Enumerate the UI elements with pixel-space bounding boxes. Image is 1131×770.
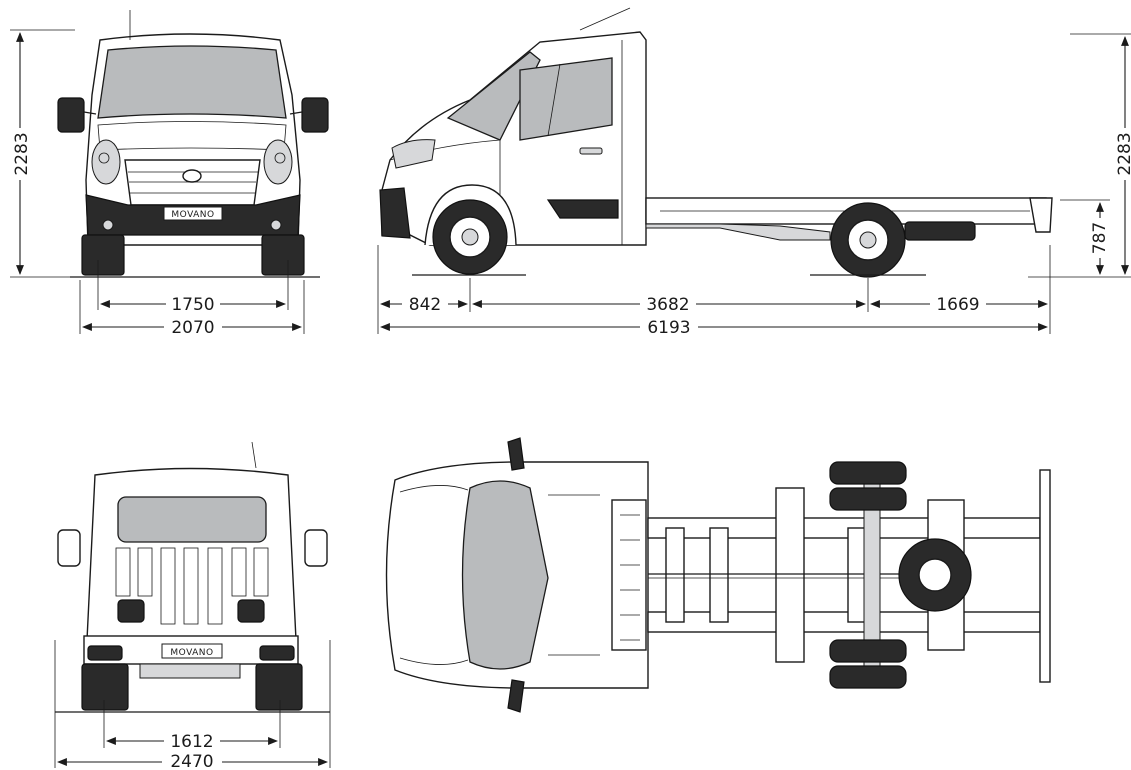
front-badge: MOVANO <box>171 210 214 220</box>
length-segment-dimensions: 842 3682 1669 <box>377 245 1051 334</box>
side-view <box>379 7 1053 278</box>
front-overhang-label: 842 <box>409 295 441 315</box>
front-width-dimension: 2070 <box>79 280 305 338</box>
rear-track-dimension: 1612 <box>103 700 281 752</box>
rear-door-panels <box>115 547 269 625</box>
rear-overhang-label: 1669 <box>936 295 979 315</box>
overall-length-label: 6193 <box>647 318 690 338</box>
frame-height-label: 787 <box>1090 222 1110 254</box>
side-height-dimension: 2283 <box>1028 33 1131 278</box>
frame-height-dimension: 787 <box>1060 199 1110 275</box>
wheelbase-label: 3682 <box>646 295 689 315</box>
overall-length-dimension: 6193 <box>380 317 1048 338</box>
rear-width-label: 2470 <box>170 752 213 770</box>
side-height-label: 2283 <box>1115 132 1131 175</box>
front-view: MOVANO <box>57 10 329 278</box>
front-track-dimension: 1750 <box>97 260 289 315</box>
rear-width-dimension: 2470 <box>54 640 331 770</box>
front-height-label: 2283 <box>12 132 32 175</box>
rear-badge: MOVANO <box>170 648 213 658</box>
rear-track-label: 1612 <box>170 732 213 752</box>
front-track-label: 1750 <box>171 295 214 315</box>
front-width-label: 2070 <box>171 318 214 338</box>
rear-view: MOVANO <box>55 441 330 713</box>
cab-rear-ribs <box>620 514 640 641</box>
top-view <box>385 437 1051 713</box>
front-height-dimension: 2283 <box>8 29 75 278</box>
